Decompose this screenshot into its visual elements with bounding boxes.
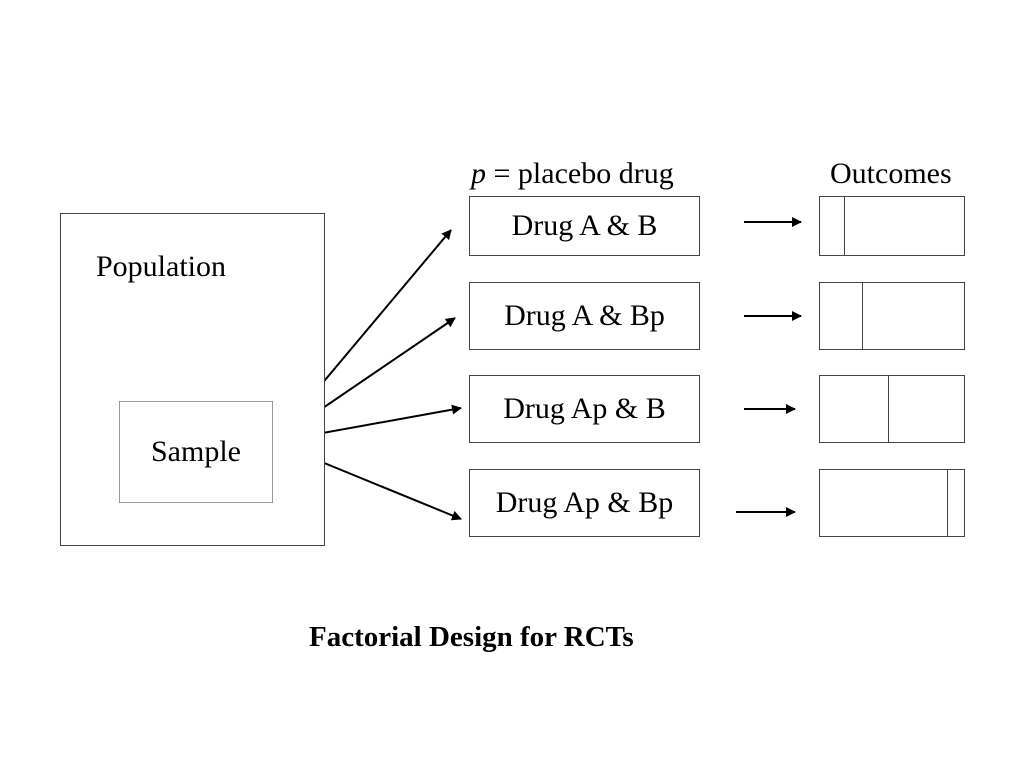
outcome-divider bbox=[844, 197, 846, 255]
outcomes-header: Outcomes bbox=[830, 157, 952, 190]
sample-label: Sample bbox=[151, 435, 241, 468]
group-box-3: Drug Ap & B bbox=[469, 375, 700, 443]
outcome-box-2 bbox=[819, 282, 965, 350]
group-box-4: Drug Ap & Bp bbox=[469, 469, 700, 537]
outcome-divider bbox=[887, 376, 889, 442]
group-box-1: Drug A & B bbox=[469, 196, 700, 256]
outcome-divider bbox=[946, 470, 948, 536]
placebo-symbol: p bbox=[471, 157, 486, 190]
placebo-legend: p = placebo drug bbox=[471, 159, 674, 189]
outcome-box-4 bbox=[819, 469, 965, 537]
outcome-box-3 bbox=[819, 375, 965, 443]
group-label: Drug Ap & B bbox=[503, 392, 666, 425]
group-label: Drug A & B bbox=[511, 209, 658, 242]
outcome-box-1 bbox=[819, 196, 965, 256]
group-label: Drug A & Bp bbox=[504, 299, 665, 332]
placebo-definition: = placebo drug bbox=[486, 157, 674, 190]
population-label: Population bbox=[96, 250, 227, 283]
sample-box: Sample bbox=[119, 401, 273, 503]
group-label: Drug Ap & Bp bbox=[495, 486, 674, 519]
diagram-caption: Factorial Design for RCTs bbox=[309, 621, 634, 653]
outcome-divider bbox=[861, 283, 863, 349]
group-box-2: Drug A & Bp bbox=[469, 282, 700, 350]
